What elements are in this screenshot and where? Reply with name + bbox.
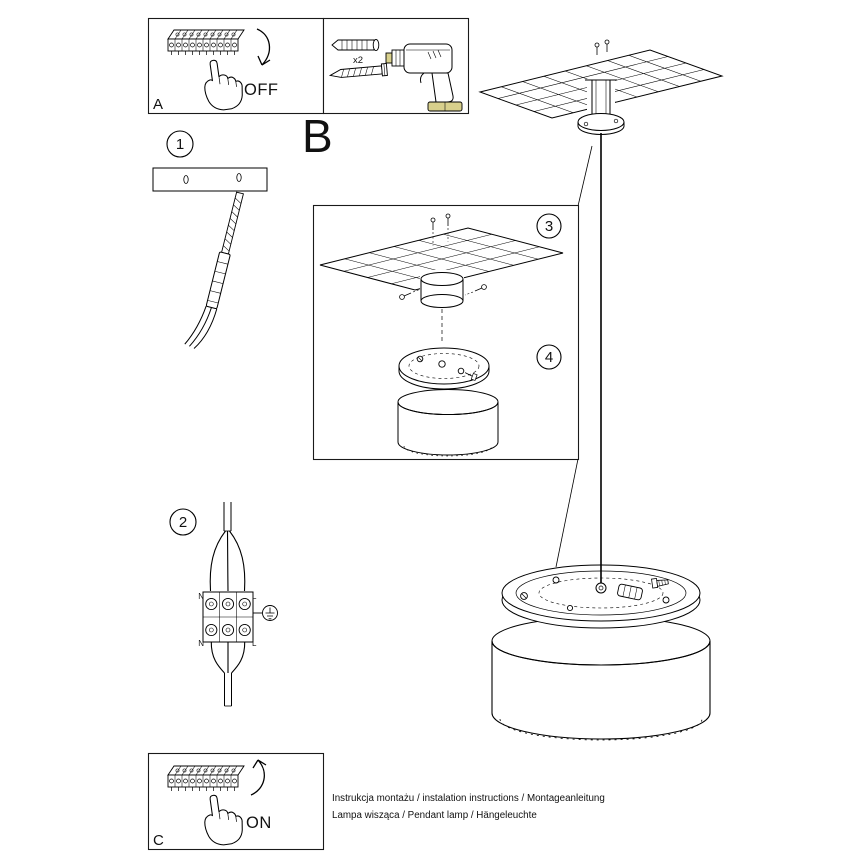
drill-icon — [385, 43, 463, 112]
on-label: ON — [246, 814, 272, 832]
drum-shade-icon — [491, 616, 711, 741]
mounting-bracket-icon — [577, 79, 625, 135]
mounting-screws-icon — [594, 39, 610, 55]
side-screws-icon — [399, 284, 487, 300]
step-4 — [397, 344, 562, 457]
panel-c-label: C — [153, 832, 164, 849]
step-3-badge: 3 — [545, 218, 553, 235]
step-1-badge: 1 — [176, 136, 184, 153]
canopy-disc-icon — [398, 347, 490, 390]
grip-screw-icon — [651, 578, 669, 589]
wire-label-l-top: L — [252, 592, 257, 601]
screw-icon — [328, 63, 388, 78]
wire-label-n-top: N — [198, 592, 204, 601]
step-1: 1 — [152, 130, 268, 349]
rotate-arrow-icon — [250, 759, 267, 796]
dowel-qty-label: x2 — [353, 55, 363, 66]
steps-3-4-panel — [312, 204, 580, 461]
wire-label-l-bottom: L — [252, 639, 257, 648]
cord-grip-icon — [617, 583, 643, 601]
step-4-badge: 4 — [545, 349, 553, 366]
mounting-screws-icon — [430, 213, 451, 246]
rotate-arrow-icon — [256, 28, 271, 66]
terminal-strip-icon — [167, 29, 245, 56]
leader-line-top — [577, 145, 593, 207]
step-2-badge: 2 — [179, 514, 187, 531]
terminal-strip-icon — [167, 765, 245, 792]
step-3 — [319, 213, 564, 341]
footer-line-1: Instrukcja montażu / instalation instruc… — [332, 793, 605, 804]
wall-plug-icon — [331, 38, 380, 52]
mounting-bar-icon — [152, 167, 268, 192]
canopy-icon — [420, 270, 464, 308]
section-b-label: B — [302, 110, 333, 162]
wall-anchor-icon — [184, 191, 244, 349]
cable-hub — [595, 582, 607, 594]
wire-label-n-bottom: N — [198, 639, 204, 648]
footer-line-2: Lampa wisząca / Pendant lamp / Hängeleuc… — [332, 810, 537, 821]
accessories-panel: x2 — [322, 17, 470, 115]
off-label: OFF — [244, 81, 279, 99]
ceiling-grid-small — [343, 233, 540, 285]
footer: Instrukcja montażu / instalation instruc… — [332, 793, 605, 821]
small-shade-icon — [397, 389, 499, 457]
terminal-wiring-icon — [202, 502, 278, 707]
panel-a-label: A — [153, 96, 163, 113]
ground-icon — [253, 605, 278, 621]
ceiling-assembly — [478, 39, 724, 135]
panel-c: ON C — [147, 752, 325, 851]
leader-line-bottom — [555, 458, 579, 568]
panel-a: OFF A — [147, 17, 325, 115]
step-2: 2 — [169, 502, 278, 707]
pendant-lamp — [491, 133, 711, 741]
